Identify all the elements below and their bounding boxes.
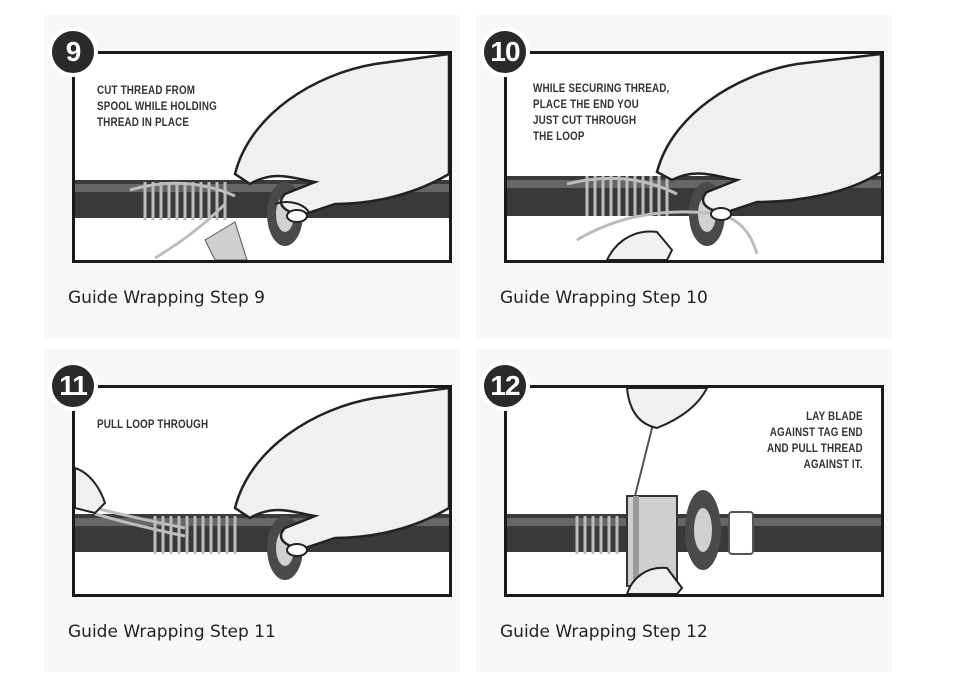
step-illustration: WHILE SECURING THREAD, PLACE THE END YOU…: [504, 51, 884, 263]
step-instruction: LAY BLADE AGAINST TAG END AND PULL THREA…: [767, 409, 863, 471]
step-illustration: PULL LOOP THROUGH: [72, 385, 452, 597]
step-number-badge: 9: [48, 27, 98, 77]
step-caption: Guide Wrapping Step 11: [68, 622, 276, 642]
step-number-badge: 11: [48, 361, 98, 411]
step-caption: Guide Wrapping Step 12: [500, 622, 708, 642]
step-instruction: WHILE SECURING THREAD, PLACE THE END YOU…: [533, 81, 670, 143]
step-illustration: CUT THREAD FROM SPOOL WHILE HOLDING THRE…: [72, 51, 452, 263]
rod-wrap-illustration: [507, 54, 881, 260]
step-card-9: CUT THREAD FROM SPOOL WHILE HOLDING THRE…: [44, 15, 460, 338]
step-instruction: PULL LOOP THROUGH: [97, 417, 209, 431]
step-caption: Guide Wrapping Step 9: [68, 288, 265, 308]
step-instruction: CUT THREAD FROM SPOOL WHILE HOLDING THRE…: [97, 83, 217, 129]
step-illustration: LAY BLADE AGAINST TAG END AND PULL THREA…: [504, 385, 884, 597]
step-number-badge: 10: [480, 27, 530, 77]
step-number-badge: 12: [480, 361, 530, 411]
step-card-11: PULL LOOP THROUGH 11 Guide Wrapping Step…: [44, 349, 460, 672]
step-card-12: LAY BLADE AGAINST TAG END AND PULL THREA…: [476, 349, 892, 672]
rod-wrap-illustration: [75, 54, 449, 260]
rod-wrap-illustration: [75, 388, 449, 580]
step-caption: Guide Wrapping Step 10: [500, 288, 708, 308]
rod-wrap-illustration: [507, 388, 881, 594]
step-card-10: WHILE SECURING THREAD, PLACE THE END YOU…: [476, 15, 892, 338]
